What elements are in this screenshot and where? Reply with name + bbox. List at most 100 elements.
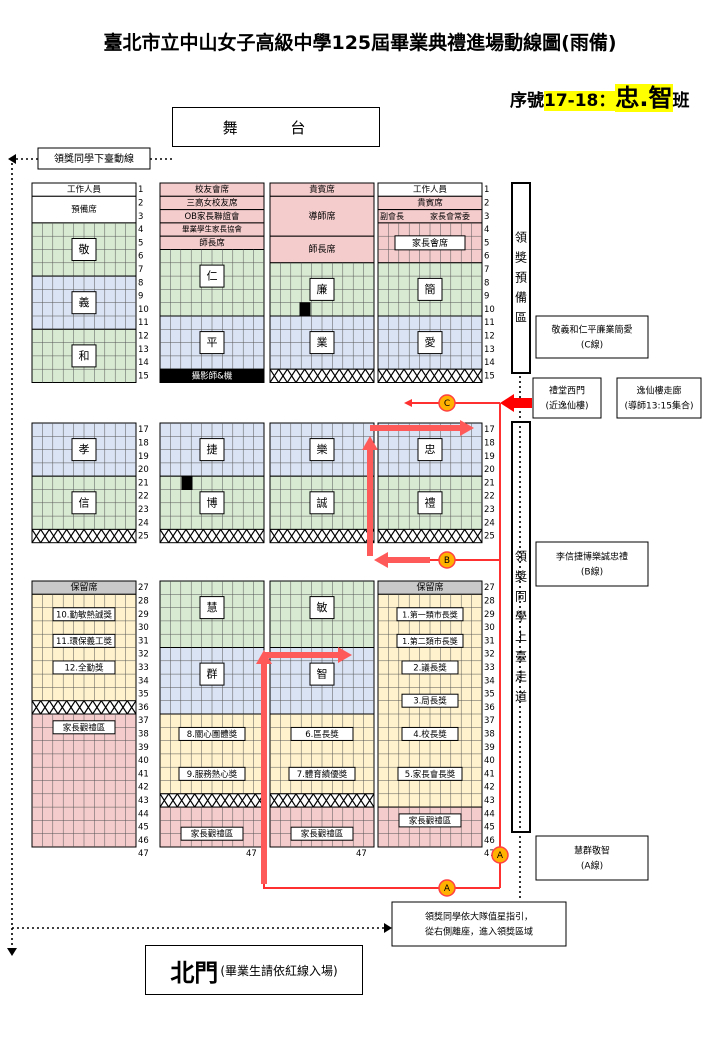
row-num-bot-0-34: 34 [138, 676, 149, 686]
top-c3-x [269, 368, 375, 384]
row-num-bot-3-35: 35 [484, 690, 495, 700]
bot-c3-label-min: 敏 [309, 596, 335, 620]
row-num-top-3-15: 15 [484, 371, 495, 381]
svg-text:樂: 樂 [317, 442, 328, 456]
svg-text:道: 道 [515, 690, 527, 704]
bot-c4-award4: 4.校長獎 [401, 726, 459, 741]
west-gate-box: 禮堂西門 (近逸仙樓) [532, 377, 602, 419]
bot-c1-reserve-label: 保留席 [70, 581, 97, 593]
page-title: 臺北市立中山女子高級中學125屆畢業典禮進場動線圖(雨備) [103, 32, 617, 54]
row-num-top-3-11: 11 [484, 318, 495, 328]
svg-text:走: 走 [515, 670, 527, 684]
svg-text:禮: 禮 [425, 496, 436, 509]
row-num-bot-0-44: 44 [138, 809, 149, 819]
row-num-bot-0-38: 38 [138, 729, 149, 739]
svg-text:1.第二類市長獎: 1.第二類市長獎 [402, 636, 458, 646]
row-num-mid-0-21: 21 [138, 478, 149, 488]
north-gate-note: (畢業生請依紅線入場) [220, 963, 338, 978]
top-c1-label-yi: 義 [71, 291, 97, 315]
svg-text:學: 學 [515, 610, 527, 624]
row-num-mid-0-19: 19 [138, 452, 149, 462]
svg-text:(近逸仙樓): (近逸仙樓) [545, 400, 588, 412]
bot-c4-award5: 5.家長會長獎 [397, 766, 463, 781]
top-c2-label-ren: 仁 [199, 264, 225, 288]
row-num-top-3-8: 8 [484, 278, 489, 288]
row-num-bot-0-31: 31 [138, 636, 149, 646]
a-line-box: 慧群敬智(A線) [535, 835, 649, 881]
row-num-top-0-3: 3 [138, 212, 143, 222]
svg-text:獎: 獎 [515, 250, 527, 265]
row-num-mid-0-22: 22 [138, 492, 149, 502]
row-num-mid-0-17: 17 [138, 425, 149, 435]
row-num-top-3-10: 10 [484, 305, 495, 315]
north-gate-label: 北門 [170, 958, 219, 987]
bot-c2-parents-label: 家長觀禮區 [180, 826, 244, 841]
top-c2-vip-label-3: 畢業學生家長協會 [182, 224, 242, 234]
svg-text:備: 備 [515, 290, 527, 305]
svg-text:禮堂西門: 禮堂西門 [549, 385, 585, 397]
guide-box: 領獎同學依大隊值星指引，從右側離座，進入領獎區域 [391, 901, 567, 947]
row-num-top-0-9: 9 [138, 292, 143, 302]
bot-c3-x [269, 793, 375, 808]
svg-text:9.服務熱心獎: 9.服務熱心獎 [187, 769, 238, 780]
svg-text:誠: 誠 [317, 496, 328, 509]
top-c4-parents-label: 家長會席 [394, 235, 466, 251]
top-c3-teachers [269, 235, 375, 264]
svg-text:義: 義 [79, 295, 90, 309]
bot-c2-x [159, 793, 265, 808]
mid-c1-g1 [31, 422, 137, 477]
top-c1-staff-label: 工作人員 [67, 184, 102, 195]
svg-text:逸仙樓走廊: 逸仙樓走廊 [636, 385, 681, 397]
top-c3-black-seat [299, 302, 311, 317]
row-num-bot-0-37: 37 [138, 716, 149, 726]
row-num-mid-0-25: 25 [138, 532, 149, 542]
row-num-bot-3-27: 27 [484, 583, 495, 593]
svg-text:3.局長獎: 3.局長獎 [413, 696, 447, 707]
row-num-top-0-4: 4 [138, 225, 143, 235]
row-num-mid-3-19: 19 [484, 452, 495, 462]
row-num-bot-3-36: 36 [484, 703, 495, 713]
row-num-bot-3-28: 28 [484, 596, 495, 606]
svg-text:10.勤敏熱誠獎: 10.勤敏熱誠獎 [56, 609, 113, 620]
row-num-top-0-2: 2 [138, 198, 143, 208]
row-num-top-3-5: 5 [484, 238, 489, 248]
row-num-mid-0-18: 18 [138, 438, 149, 448]
row-num-mid-3-17: 17 [484, 425, 495, 435]
row-num-top-0-1: 1 [138, 185, 143, 195]
red-c-arrowhead [404, 399, 412, 407]
svg-text:領: 領 [515, 230, 527, 245]
bot-c4-award2: 2.議長獎 [401, 660, 459, 675]
row-num-bot-3-43: 43 [484, 796, 495, 806]
bot-c1-award12: 12.全勤獎 [52, 660, 116, 675]
top-c2-vip-label-0: 校友會席 [195, 184, 230, 195]
row-num-bot-3-44: 44 [484, 809, 495, 819]
svg-text:4.校長獎: 4.校長獎 [413, 729, 447, 740]
svg-text:群: 群 [207, 667, 218, 681]
row-num-bot-0-29: 29 [138, 610, 149, 620]
top-c3-label-lian: 廉 [309, 277, 335, 301]
bot-c4-reserve-label: 保留席 [416, 581, 443, 593]
row-num-bot-3-40: 40 [484, 756, 495, 766]
row-num-bot-3-37: 37 [484, 716, 495, 726]
dotted-arrowhead-right [384, 923, 392, 933]
row-num-mid-3-18: 18 [484, 438, 495, 448]
row-num-bot-3-47: 47 [484, 849, 495, 859]
svg-text:簡: 簡 [425, 282, 436, 296]
row-num-top-0-14: 14 [138, 358, 149, 368]
row-num-top-3-9: 9 [484, 292, 489, 302]
mid-c2-label-a: 捷 [199, 438, 225, 462]
row-num-top-0-13: 13 [138, 345, 149, 355]
svg-text:A: A [444, 884, 451, 894]
row-num-mid-0-24: 24 [138, 518, 149, 528]
north-gate: 北門(畢業生請依紅線入場) [145, 945, 363, 995]
top-c3-label-ye: 業 [309, 331, 335, 355]
row-num-bot-0-45: 45 [138, 823, 149, 833]
class-suffix: 班 [672, 91, 690, 111]
top-c1-label-jing: 敬 [71, 238, 97, 261]
mid-c2-x [159, 528, 265, 544]
svg-text:家長觀禮區: 家長觀禮區 [191, 829, 234, 840]
row-num-bot-0-47: 47 [138, 849, 149, 859]
bot-c1-x [31, 700, 137, 715]
